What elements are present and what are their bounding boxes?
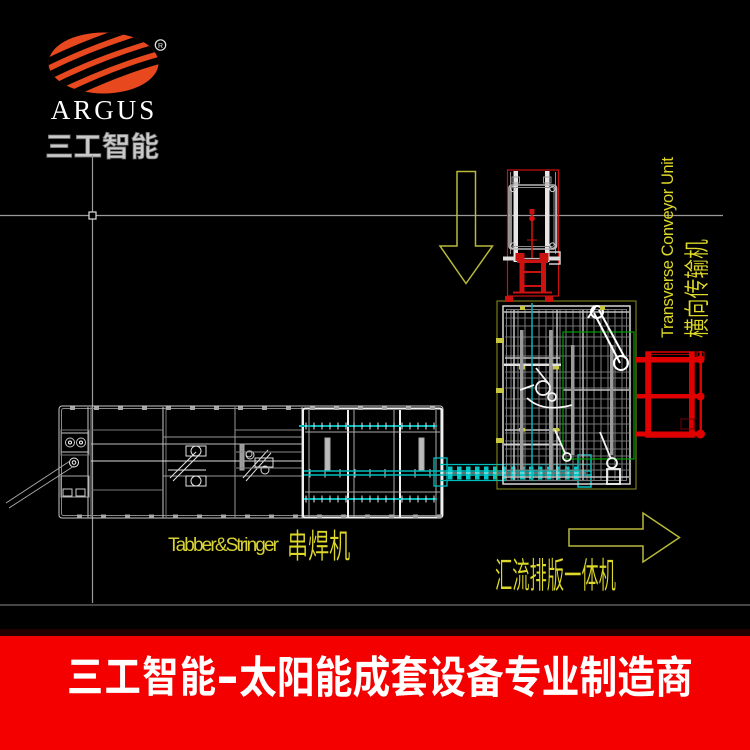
svg-text:Transverse Conveyor Unit: Transverse Conveyor Unit [659, 157, 677, 338]
svg-text:R: R [158, 43, 163, 50]
svg-text:ARGUS: ARGUS [51, 95, 158, 125]
svg-text:Tabber&Stringer: Tabber&Stringer [168, 535, 280, 556]
